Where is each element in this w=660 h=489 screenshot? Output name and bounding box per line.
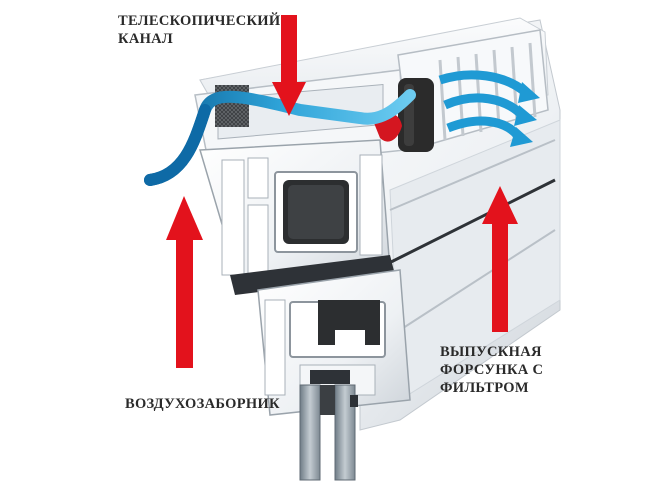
frame-section xyxy=(199,139,395,295)
red-arrow-telescopic xyxy=(272,15,306,116)
outlet-filter xyxy=(398,78,434,152)
label-air-intake: ВОЗДУХОЗАБОРНИК xyxy=(125,396,280,412)
red-arrow-outlet xyxy=(482,186,518,332)
sash-section xyxy=(257,269,411,416)
red-arrow-intake xyxy=(166,196,203,368)
airflow-path xyxy=(144,70,540,186)
label-outlet-nozzle: ВЫПУСКНАЯ ФОРСУНКА С ФИЛЬТРОМ xyxy=(440,344,544,396)
label-telescopic-channel: ТЕЛЕСКОПИЧЕСКИЙ КАНАЛ xyxy=(118,13,281,47)
glazing-unit xyxy=(299,384,358,481)
steel-insert-lower xyxy=(318,300,380,345)
